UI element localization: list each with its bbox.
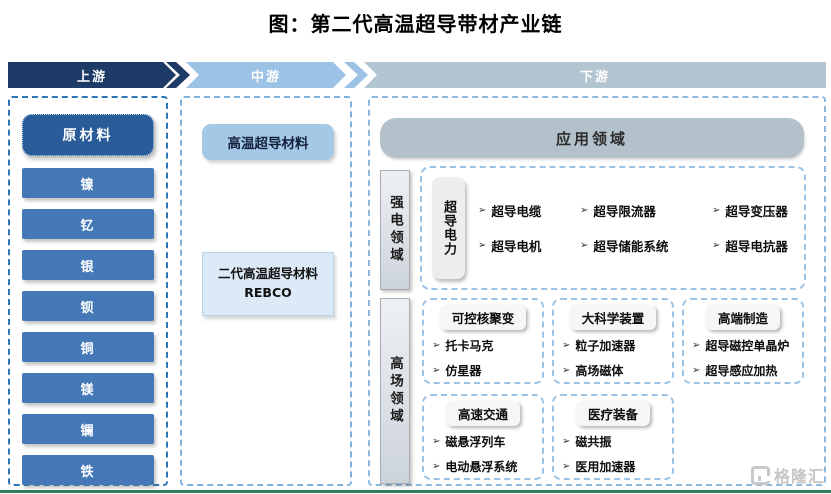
raw-materials-header: 原材料 [22, 114, 154, 156]
arrow-bullet-icon: ➢ [580, 205, 589, 216]
page-title: 图：第二代高温超导带材产业链 [268, 12, 563, 36]
list-item: ➢ 托卡马克 [432, 337, 542, 354]
item-label: 磁悬浮列车 [445, 435, 506, 449]
arrow-bullet-icon: ➢ [692, 365, 701, 376]
item-label: 超导储能系统 [593, 239, 669, 254]
application-field-header: 应用领域 [380, 118, 804, 158]
list-item: ➢ 磁悬浮列车 [432, 433, 542, 450]
rebco-product-code: REBCO [244, 285, 292, 300]
arrow-bullet-icon: ➢ [562, 461, 571, 472]
list-item: ➢ 超导感应加热 [692, 362, 802, 379]
list-item: ➢ 粒子加速器 [562, 337, 672, 354]
material-magnesium: 镁 [22, 373, 154, 403]
item-label: 托卡马克 [445, 339, 494, 353]
arrow-bullet-icon: ➢ [432, 340, 441, 351]
item-label: 超导感应加热 [705, 364, 778, 378]
material-lanthanum: 镧 [22, 414, 154, 444]
arrow-bullet-icon: ➢ [712, 205, 721, 216]
big-science-box-header: 大科学装置 [569, 305, 657, 330]
item-label: 电动悬浮系统 [445, 460, 518, 474]
item-label: 超导电抗器 [725, 239, 788, 254]
gelonghui-logo-icon [750, 465, 770, 485]
superconducting-power-items: ➢ 超导电缆 ➢ 超导限流器 ➢ 超导变压器 ➢ 超导电机 ➢ 超导储能系统 ➢ 超导电抗器 [478, 168, 800, 288]
stage-arrow-upstream: 上游 [8, 62, 176, 88]
rebco-product-box: 二代高温超导材料 REBCO [202, 252, 334, 316]
item-label: 仿星器 [445, 364, 482, 378]
upstream-panel: 原材料 镍 钇 银 钡 铜 镁 镧 铁 [8, 96, 168, 486]
material-silver: 银 [22, 250, 154, 280]
list-item: ➢ 超导电机 [478, 236, 576, 255]
medical-equipment-box-header: 医疗装备 [575, 401, 650, 426]
list-item: ➢ 超导变压器 [712, 201, 800, 220]
high-end-manufacturing-box-header: 高端制造 [705, 305, 780, 330]
material-nickel: 镍 [22, 168, 154, 198]
list-item: ➢ 医用加速器 [562, 458, 672, 475]
stage-arrow-midstream-label: 中游 [250, 69, 281, 85]
item-label: 超导电缆 [491, 204, 542, 219]
item-label: 超导磁控单晶炉 [705, 339, 790, 353]
list-item: ➢ 超导限流器 [580, 201, 708, 220]
gelonghui-watermark: 格隆汇 [750, 463, 825, 487]
high-speed-transport-box: 高速交通 ➢ 磁悬浮列车 ➢ 电动悬浮系统 [422, 394, 544, 480]
material-copper: 铜 [22, 332, 154, 362]
material-iron: 铁 [22, 455, 154, 485]
midstream-panel: 高温超导材料 二代高温超导材料 REBCO [180, 96, 352, 486]
rebco-product-name: 二代高温超导材料 [217, 266, 318, 282]
item-label: 超导限流器 [593, 204, 656, 219]
stage-arrow-midstream: 中游 [186, 62, 346, 88]
stage-arrow-upstream-label: 上游 [76, 69, 107, 85]
item-label: 粒子加速器 [575, 339, 636, 353]
fusion-box: 可控核聚变 ➢ 托卡马克 ➢ 仿星器 [422, 298, 544, 384]
arrow-bullet-icon: ➢ [692, 340, 701, 351]
chevron-icon [344, 62, 368, 88]
item-label: 磁共振 [575, 435, 612, 449]
list-item: ➢ 超导电缆 [478, 201, 576, 220]
list-item: ➢ 超导磁控单晶炉 [692, 337, 802, 354]
list-item: ➢ 高场磁体 [562, 362, 672, 379]
list-item: ➢ 仿星器 [432, 362, 542, 379]
arrow-bullet-icon: ➢ [432, 436, 441, 447]
arrow-bullet-icon: ➢ [432, 365, 441, 376]
arrow-bullet-icon: ➢ [432, 461, 441, 472]
arrow-bullet-icon: ➢ [712, 240, 721, 251]
item-label: 超导变压器 [725, 204, 788, 219]
item-label: 超导电机 [491, 239, 542, 254]
arrow-bullet-icon: ➢ [478, 240, 487, 251]
medical-equipment-box: 医疗装备 ➢ 磁共振 ➢ 医用加速器 [552, 394, 674, 480]
material-yttrium: 钇 [22, 209, 154, 239]
fusion-box-header: 可控核聚变 [439, 305, 527, 330]
superconducting-power-label: 超导电力 [432, 177, 465, 279]
item-label: 医用加速器 [575, 460, 636, 474]
stage-arrow-downstream-label: 下游 [579, 69, 610, 85]
list-item: ➢ 电动悬浮系统 [432, 458, 542, 475]
stage-arrow-downstream: 下游 [364, 62, 826, 88]
high-end-manufacturing-box: 高端制造 ➢ 超导磁控单晶炉 ➢ 超导感应加热 [682, 298, 804, 384]
gelonghui-logo-text: 格隆汇 [773, 467, 825, 486]
arrow-bullet-icon: ➢ [580, 240, 589, 251]
arrow-bullet-icon: ➢ [562, 365, 571, 376]
bottom-rule [0, 490, 831, 493]
list-item: ➢ 超导电抗器 [712, 236, 800, 255]
superconducting-power-panel: 超导电力 ➢ 超导电缆 ➢ 超导限流器 ➢ 超导变压器 ➢ 超导电机 ➢ 超导储能系统 ➢… [420, 166, 806, 290]
downstream-panel: 应用领域 强电领域 超导电力 ➢ 超导电缆 ➢ 超导限流器 ➢ 超导变压器 ➢ 超导电机… [368, 96, 826, 486]
big-science-box: 大科学装置 ➢ 粒子加速器 ➢ 高场磁体 [552, 298, 674, 384]
list-item: ➢ 超导储能系统 [580, 236, 708, 255]
item-label: 高场磁体 [575, 364, 624, 378]
high-speed-transport-box-header: 高速交通 [445, 401, 520, 426]
hts-material-header: 高温超导材料 [202, 124, 334, 160]
arrow-bullet-icon: ➢ [562, 340, 571, 351]
arrow-bullet-icon: ➢ [478, 205, 487, 216]
high-field-label: 高场领域 [380, 298, 410, 484]
list-item: ➢ 磁共振 [562, 433, 672, 450]
arrow-bullet-icon: ➢ [562, 436, 571, 447]
strong-current-field-label: 强电领域 [380, 170, 410, 290]
material-barium: 钡 [22, 291, 154, 321]
